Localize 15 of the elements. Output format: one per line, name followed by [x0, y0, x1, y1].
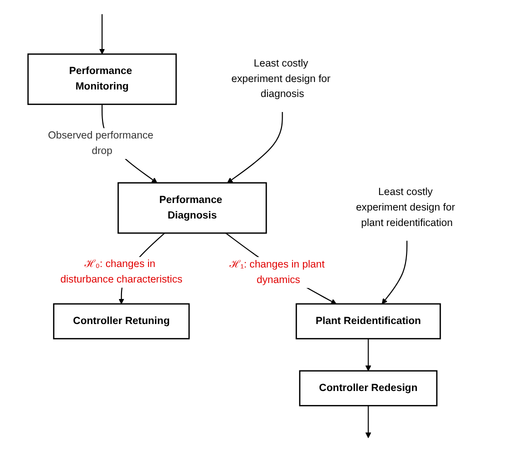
arrow — [365, 338, 372, 372]
arrow — [99, 14, 105, 54]
edge-label: Observed performance drop — [48, 130, 154, 156]
node-text: Least costly experiment design for diagnosis — [231, 58, 330, 100]
node-box: Controller Retuning — [53, 303, 190, 340]
node-box: Performance Monitoring — [27, 53, 177, 105]
node-text: Least costly experiment design for plant reidentification — [356, 186, 456, 229]
arrow — [382, 240, 408, 304]
arrow — [227, 112, 283, 184]
edge-label: ℋ₁: changes in plant dynamics — [229, 258, 325, 286]
node-box: Plant Reidentification — [296, 303, 441, 340]
edge-label: ℋ₀: changes in disturbance characteristics — [60, 258, 182, 286]
node-box: Controller Redesign — [299, 370, 438, 406]
arrow — [365, 406, 372, 438]
node-box: Performance Diagnosis — [118, 182, 267, 234]
